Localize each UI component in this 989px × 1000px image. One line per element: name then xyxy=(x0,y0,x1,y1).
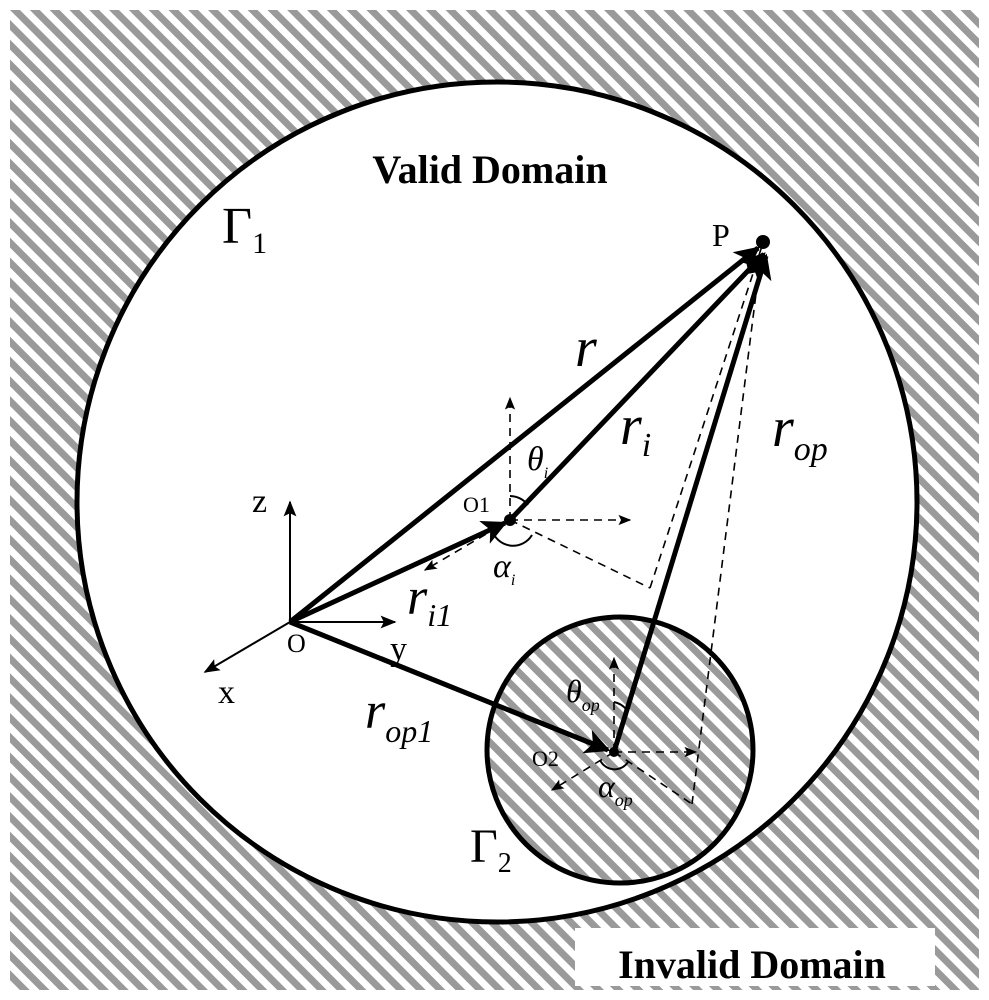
theta-i-label: θi xyxy=(527,441,548,482)
gamma2-label: Γ2 xyxy=(470,820,512,879)
y-axis-label: y xyxy=(390,631,407,668)
o1-projection-up xyxy=(649,245,763,589)
vector-rop xyxy=(611,253,772,753)
o1-label: O1 xyxy=(463,492,490,517)
alpha-op-arc xyxy=(599,759,629,771)
vector-r xyxy=(288,246,760,624)
gamma1-label: Γ1 xyxy=(222,198,267,260)
o1-projection xyxy=(509,519,651,589)
x-axis-label: x xyxy=(218,674,235,711)
vector-ri xyxy=(508,252,766,522)
alpha-i-label: αi xyxy=(493,548,515,589)
gamma2-boundary-circle xyxy=(484,614,756,886)
o2-x-axis xyxy=(550,751,615,791)
o2-projection-up xyxy=(691,245,763,805)
x-axis xyxy=(203,621,291,673)
r-label: r xyxy=(575,317,597,379)
alpha-op-label: αop xyxy=(598,768,633,810)
vector-ri1 xyxy=(288,520,508,625)
point-o1 xyxy=(504,514,516,526)
theta-op-label: θop xyxy=(566,673,600,715)
vector-rop1 xyxy=(289,619,611,754)
o2-label: O2 xyxy=(532,746,559,771)
point-p xyxy=(756,235,770,249)
ri1-label: ri1 xyxy=(407,569,452,633)
valid-domain-label: Valid Domain xyxy=(372,147,607,192)
z-axis-label: z xyxy=(252,483,267,520)
point-o2 xyxy=(609,747,619,757)
origin-label: O xyxy=(287,629,306,658)
invalid-domain-label-bg xyxy=(575,928,935,986)
rop1-label: rop1 xyxy=(365,683,433,749)
invalid-domain-label: Invalid Domain xyxy=(618,942,886,987)
rop-label: rop xyxy=(772,397,828,468)
ri-label: ri xyxy=(620,395,651,464)
p-label: P xyxy=(712,217,730,253)
o2-projection xyxy=(613,751,693,805)
